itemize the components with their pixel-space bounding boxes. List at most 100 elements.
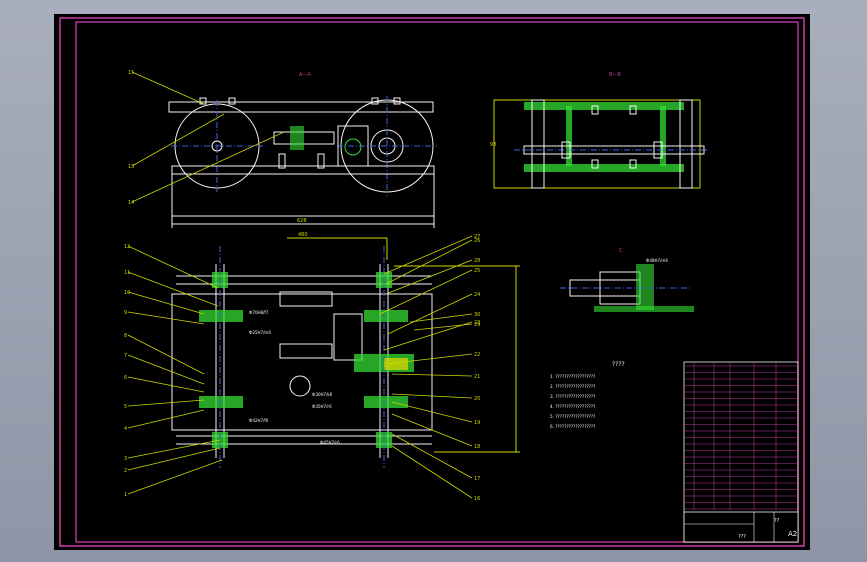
leader-line <box>379 269 473 315</box>
fit-e-label: Ф35H7/r6 <box>312 404 332 409</box>
base-frame <box>171 165 435 217</box>
fit-g-label: Ф48H7/m6 <box>646 258 668 263</box>
view-c-label: C <box>619 248 623 254</box>
leader-line <box>127 334 205 375</box>
part-number: 9 <box>124 310 127 316</box>
part-number: 1 <box>124 492 127 498</box>
assembly-drawing: A—A 628 <box>59 17 805 547</box>
leader-line <box>127 311 205 325</box>
fit-c-label: Ф42H7/f6 <box>249 418 269 423</box>
b-outline <box>493 99 701 189</box>
dim-overall-width: 628 <box>297 218 307 224</box>
part-number: 7 <box>124 353 127 359</box>
part-number: 18 <box>474 444 480 450</box>
leader-line <box>391 445 473 499</box>
leader-line <box>131 131 285 203</box>
fit-a-label: Ф70H8/f7 <box>249 310 269 315</box>
leader-line <box>413 323 473 331</box>
note-line: 1. ?????????????????? <box>550 374 595 379</box>
title-block: ??? ?? A2 <box>683 361 799 543</box>
part-number: 11 <box>124 270 130 276</box>
part-number: 27 <box>474 234 480 240</box>
note-line: 3. ?????????????????? <box>550 394 595 399</box>
dim-right-height: 98 <box>490 142 496 148</box>
frame-outline <box>171 293 433 431</box>
part-number: 25 <box>474 268 480 274</box>
part-number: 2 <box>124 468 127 474</box>
leader-line <box>127 291 205 315</box>
leader-line <box>383 235 473 275</box>
leader-line <box>127 447 221 471</box>
leader-line <box>391 373 473 377</box>
note-line: 6. ?????????????????? <box>550 424 595 429</box>
part-number: 30 <box>474 312 480 318</box>
leader-line <box>385 259 473 295</box>
leader-line <box>127 459 223 495</box>
part-number: 23 <box>474 320 480 326</box>
note-line: 4. ?????????????????? <box>550 404 595 409</box>
part-number: 13 <box>128 164 134 170</box>
view-b-b: B—B 98 <box>490 72 708 189</box>
outer-border <box>59 17 805 547</box>
part-number: 28 <box>474 258 480 264</box>
part-number: 15 <box>128 70 134 76</box>
leader-line <box>127 354 205 385</box>
drawing-canvas[interactable]: A—A 628 <box>54 14 810 550</box>
part-number: 14 <box>128 200 134 206</box>
part-number: 17 <box>474 476 480 482</box>
part-number: 24 <box>474 292 480 298</box>
leader-line <box>391 433 473 479</box>
note-line: 2. ?????????????????? <box>550 384 595 389</box>
part-number: 4 <box>124 426 127 432</box>
part-number: 20 <box>474 396 480 402</box>
inner-border <box>75 21 799 543</box>
leader-line <box>385 239 473 285</box>
view-a-a: A—A 628 <box>168 72 437 228</box>
leader-line <box>387 293 473 335</box>
note-line: 5. ?????????????????? <box>550 414 595 419</box>
leader-line <box>383 321 473 351</box>
leader-line <box>131 113 225 167</box>
part-number: 16 <box>474 496 480 502</box>
leader-line <box>385 353 473 365</box>
main-view: 480 <box>171 232 520 468</box>
leader-line <box>391 401 473 423</box>
sheet-size: A2 <box>788 530 797 538</box>
leader-line <box>127 399 205 407</box>
leader-line <box>127 409 205 429</box>
part-number: 26 <box>474 238 480 244</box>
part-number: 29 <box>474 322 480 328</box>
title-drawing-no: ??? <box>738 534 746 540</box>
notes-list: 1. ?????????????????? 2. ????????????????… <box>550 374 595 429</box>
leader-line <box>127 376 205 393</box>
leader-line <box>391 393 473 399</box>
fit-b-label: Ф25H7/m6 <box>249 330 271 335</box>
leader-line <box>409 313 473 323</box>
view-a-label: A—A <box>299 72 311 78</box>
part-number: 8 <box>124 333 127 339</box>
part-number: 10 <box>124 290 130 296</box>
part-number: 21 <box>474 374 480 380</box>
view-c: C Ф48H7/m6 <box>560 248 694 312</box>
part-number: 3 <box>124 456 127 462</box>
fit-d-label: Ф30H7/k6 <box>312 392 333 397</box>
leader-line <box>391 413 473 447</box>
part-number: 19 <box>474 420 480 426</box>
title-scale: ?? <box>774 518 780 524</box>
technical-notes: ???? 1. ?????????????????? 2. ???????????… <box>550 361 625 429</box>
notes-title: ???? <box>612 361 625 368</box>
top-plate <box>168 101 434 113</box>
part-number: 6 <box>124 375 127 381</box>
part-leaders: 1234567891011121314151617181920212223242… <box>124 70 480 502</box>
view-b-label: B—B <box>609 72 621 78</box>
leader-line <box>127 271 219 307</box>
leader-line <box>127 439 221 459</box>
fit-f-label: Ф45H7/r6 <box>320 440 340 445</box>
leader-line <box>131 71 205 105</box>
part-number: 5 <box>124 404 127 410</box>
leader-line <box>127 245 219 289</box>
dim-top-span: 480 <box>298 232 308 238</box>
part-number: 22 <box>474 352 480 358</box>
part-number: 12 <box>124 244 130 250</box>
